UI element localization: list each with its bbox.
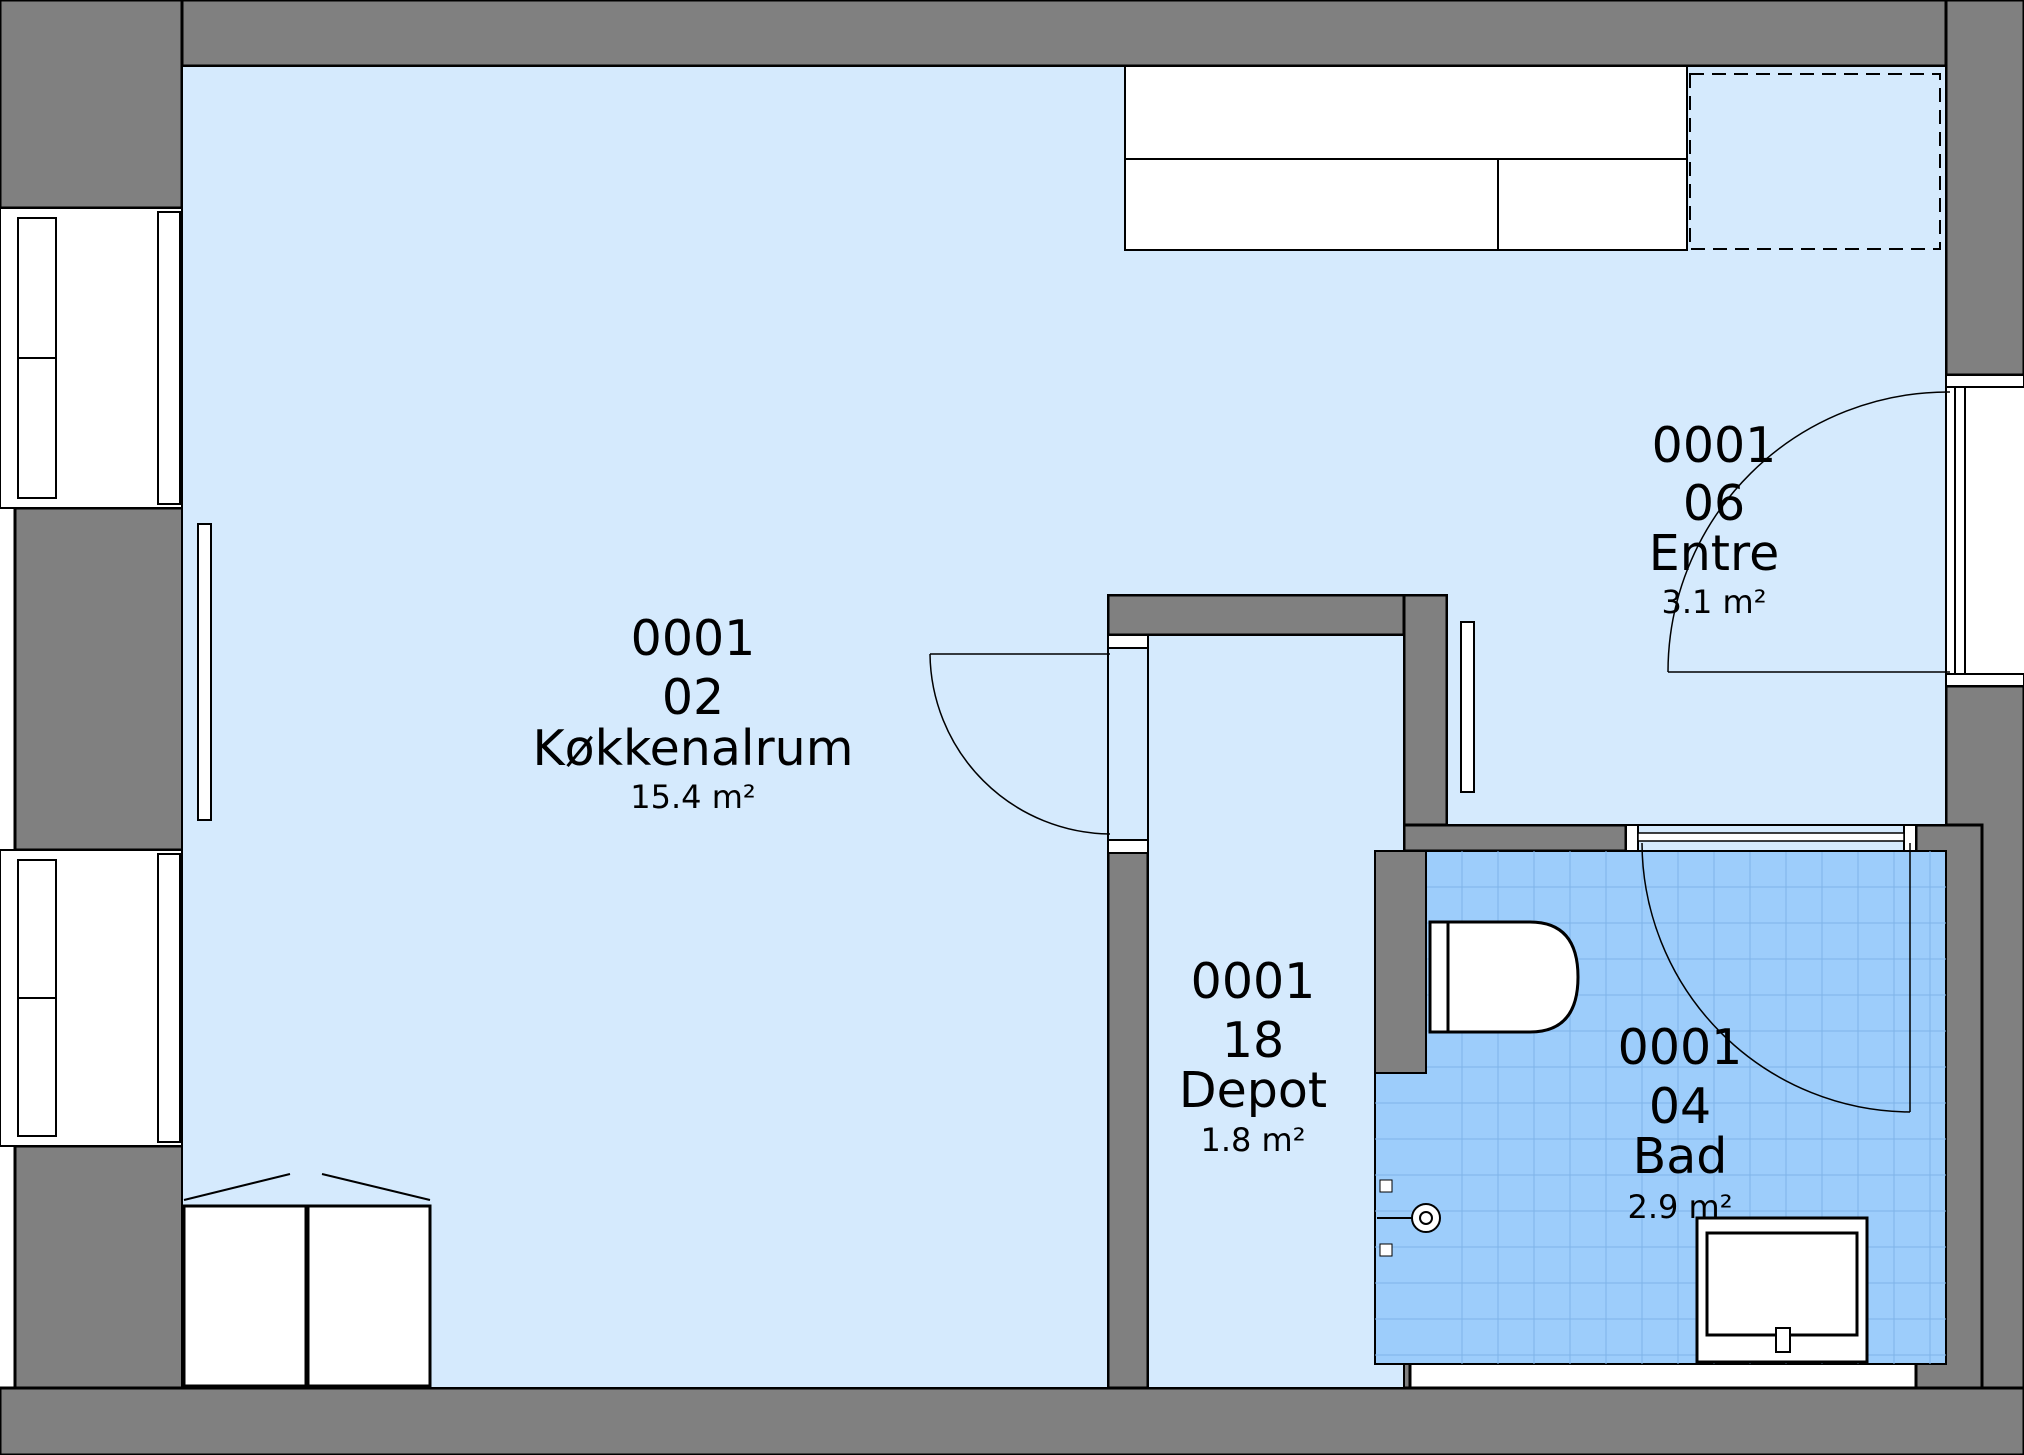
room-area: 2.9 m²: [1627, 1188, 1732, 1226]
room-area: 15.4 m²: [630, 778, 755, 816]
windows: [0, 207, 183, 1147]
window-sill: [157, 853, 181, 1143]
sliding-panel: [1460, 621, 1475, 793]
bath-door-swing: [1641, 842, 1911, 1113]
overhead-cabinet-dashed: [1689, 73, 1941, 250]
bath-door-leaf: [1637, 832, 1905, 842]
depot-door-swing: [929, 653, 1111, 835]
wall-segment: [0, 0, 184, 210]
wall-segment: [1402, 593, 1449, 827]
window: [0, 849, 183, 1147]
room-unit: 0001: [1191, 953, 1316, 1010]
door-jamb: [1107, 839, 1149, 854]
room-label-bad: 0001 04 Bad 2.9 m²: [1618, 1019, 1743, 1226]
room-number: 06: [1683, 475, 1745, 532]
sink-basin: [1705, 1231, 1859, 1337]
entrance-door-swing: [1667, 391, 1951, 673]
room-name: Køkkenalrum: [533, 720, 854, 777]
sink-tap: [1775, 1327, 1791, 1353]
wardrobe-door: [182, 1204, 308, 1388]
entrance-door-leaf: [1954, 386, 1966, 675]
window: [0, 207, 183, 509]
floor-depot: [1147, 634, 1405, 1389]
toilet-bowl: [1446, 920, 1580, 1034]
sliding-panel: [197, 523, 212, 821]
room-number: 04: [1649, 1078, 1711, 1135]
floor-drain-inner: [1419, 1211, 1433, 1225]
wall-segment: [0, 1386, 2024, 1455]
shower-fitting: [1379, 1179, 1393, 1193]
wardrobe-swing: [321, 1173, 431, 1201]
wall-segment: [1106, 850, 1150, 1390]
room-unit: 0001: [631, 610, 756, 667]
kitchen-cabinet: [1124, 158, 1499, 251]
wardrobe-door: [306, 1204, 432, 1388]
bath-wall-notch: [1374, 850, 1427, 1074]
window-sill: [157, 211, 181, 505]
room-name: Depot: [1179, 1062, 1327, 1119]
door-jamb: [1945, 374, 2024, 388]
room-area: 3.1 m²: [1661, 583, 1766, 621]
fixtures: [182, 65, 1941, 1388]
door-jamb: [1107, 634, 1149, 649]
wall-segment: [1944, 0, 2024, 377]
doors: [929, 374, 2024, 1113]
wardrobe-swing: [183, 1173, 291, 1201]
room-unit: 0001: [1618, 1019, 1743, 1076]
door-jamb: [1625, 824, 1639, 852]
kitchen-upper-cabinet: [1124, 65, 1688, 160]
door-jamb: [1945, 673, 2024, 687]
room-name: Bad: [1633, 1128, 1728, 1185]
wall-segment: [1106, 593, 1449, 637]
room-label-depot: 0001 18 Depot 1.8 m²: [1179, 953, 1327, 1159]
wall-segment: [13, 506, 185, 852]
room-number: 02: [662, 669, 724, 726]
room-label-kokkenalrum: 0001 02 Køkkenalrum 15.4 m²: [533, 610, 854, 816]
floor-kokkenalrum-entre: [181, 65, 1947, 1389]
room-area: 1.8 m²: [1200, 1121, 1305, 1159]
wall-segment: [178, 0, 1962, 68]
shower-fitting: [1379, 1243, 1393, 1257]
room-label-entre: 0001 06 Entre 3.1 m²: [1649, 417, 1779, 621]
wall-segment: [1402, 823, 1628, 853]
kitchen-cabinet: [1497, 158, 1688, 251]
room-name: Entre: [1649, 525, 1779, 582]
room-unit: 0001: [1652, 417, 1777, 474]
room-number: 18: [1222, 1012, 1284, 1069]
floor-drain: [1411, 1203, 1441, 1233]
depot-door-opening: [1107, 634, 1149, 853]
